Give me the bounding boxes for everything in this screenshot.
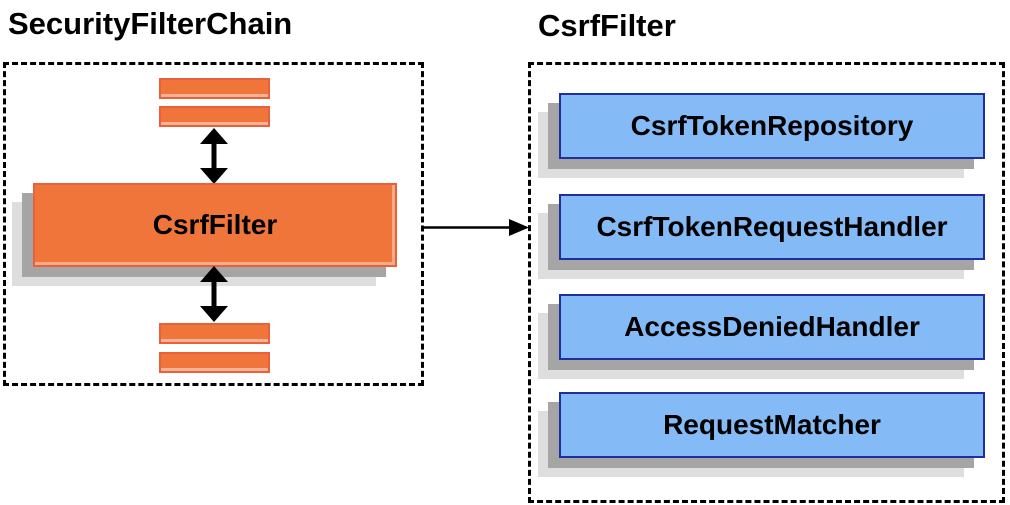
filter-placeholder-bar [159, 352, 270, 373]
csrf-filter-box: CsrfFilter [33, 183, 397, 267]
security-filter-chain-container: CsrfFilter [3, 62, 424, 386]
filter-placeholder-bar [159, 78, 270, 99]
right-panel-title: CsrfFilter [538, 8, 676, 43]
left-panel-title: SecurityFilterChain [8, 6, 293, 41]
filter-placeholder-bar [159, 323, 270, 344]
csrf-filter-components-container: CsrfTokenRepository CsrfTokenRequestHand… [528, 62, 1005, 503]
component-request-matcher: RequestMatcher [559, 392, 985, 458]
double-arrow-icon [200, 266, 228, 322]
component-csrf-token-request-handler: CsrfTokenRequestHandler [559, 194, 985, 260]
filter-placeholder-bar [159, 106, 270, 127]
component-access-denied-handler: AccessDeniedHandler [559, 294, 985, 360]
arrow-right-icon [421, 219, 529, 236]
double-arrow-icon [200, 128, 228, 184]
component-csrf-token-repository: CsrfTokenRepository [559, 93, 985, 159]
